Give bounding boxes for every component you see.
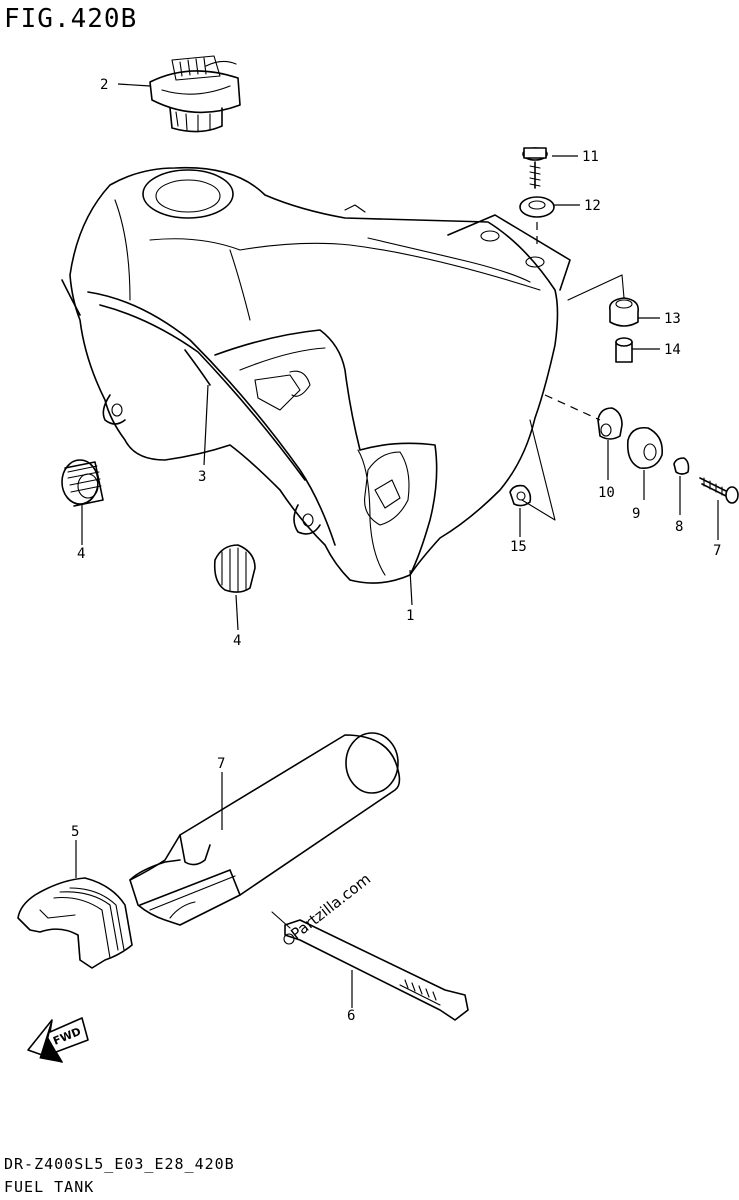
washer-part-9[interactable]	[673, 457, 690, 475]
callout-13: 12	[584, 198, 601, 214]
callout-10: 9	[632, 506, 640, 522]
callout-8: 7	[713, 543, 721, 559]
callout-9: 8	[675, 519, 683, 535]
heat-shield-part-7[interactable]	[129, 732, 401, 926]
nut-part-16[interactable]	[509, 484, 532, 507]
callout-3: 3	[198, 469, 206, 485]
callout-1: 1	[406, 608, 414, 624]
callout-14: 13	[664, 311, 681, 327]
watermark: Partzilla.com	[283, 870, 374, 945]
callout-4a: 4	[77, 546, 85, 562]
grommet-part-13[interactable]	[519, 196, 555, 218]
breather-hose-part-3[interactable]	[184, 349, 211, 386]
cushion-part-4-b[interactable]	[213, 544, 256, 593]
bolt-part-12[interactable]	[522, 147, 548, 189]
callout-12: 11	[582, 149, 599, 165]
callout-4b: 4	[233, 633, 241, 649]
cushion-part-14[interactable]	[608, 297, 640, 327]
figure-name: FUEL TANK	[4, 1178, 95, 1196]
callout-5-label: 5	[71, 824, 79, 840]
figure-code: DR-Z400SL5_E03_E28_420B	[4, 1155, 235, 1173]
forward-arrow-icon: FWD	[27, 1017, 89, 1063]
svg-text:Partzilla.com: Partzilla.com	[287, 870, 374, 943]
callout-15: 14	[664, 342, 681, 358]
fuel-tank-part-1[interactable]	[61, 166, 571, 584]
fuel-cap-part-2[interactable]	[149, 55, 241, 133]
callout-7: 7	[217, 756, 225, 772]
cushion-part-10[interactable]	[626, 426, 664, 470]
callout-16: 15	[510, 539, 527, 555]
cable-tie-part-6[interactable]	[271, 911, 469, 1021]
callout-11: 10	[598, 485, 615, 501]
bolt-part-8[interactable]	[699, 477, 739, 504]
cushion-part-11[interactable]	[597, 407, 623, 440]
callout-6-label: 6	[347, 1008, 356, 1024]
protector-part-5[interactable]	[17, 877, 133, 969]
collar-part-15[interactable]	[615, 337, 633, 363]
figure-title: FIG.420B	[4, 4, 138, 34]
cushion-part-4-a[interactable]	[61, 459, 104, 507]
callout-2: 2	[100, 77, 108, 93]
